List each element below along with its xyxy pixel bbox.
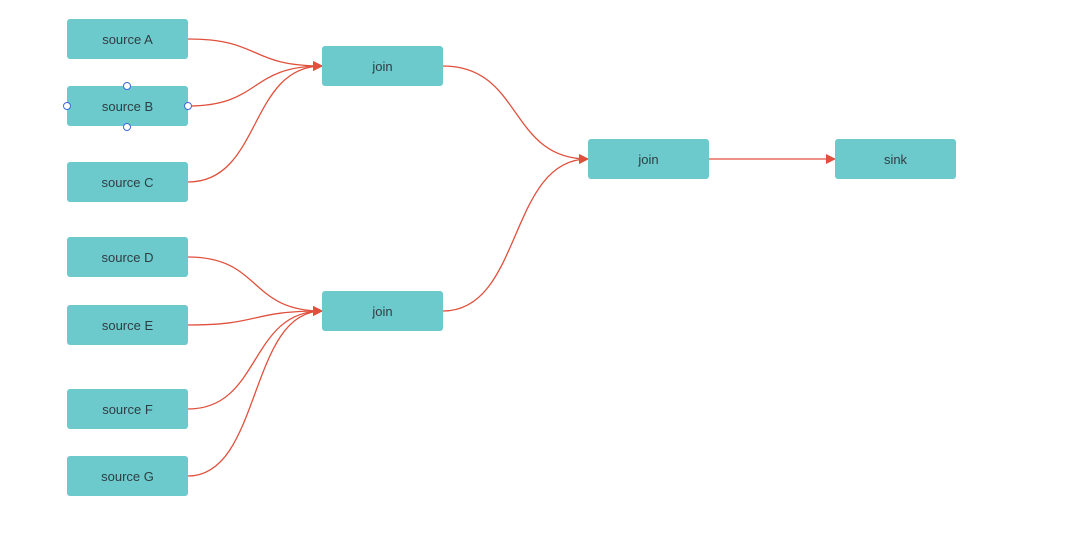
node-source-g[interactable]: source G (67, 456, 188, 496)
edge-source-b-to-join-1[interactable] (187, 61, 323, 107)
edge-join-1-to-join-3[interactable] (442, 65, 589, 164)
node-source-a[interactable]: source A (67, 19, 188, 59)
node-label: source F (102, 401, 153, 417)
node-join-top[interactable]: join (322, 46, 443, 86)
node-label: join (372, 303, 393, 319)
node-label: join (638, 151, 659, 167)
node-label: source B (101, 98, 154, 114)
node-label: source E (101, 317, 154, 333)
node-join-bottom[interactable]: join (322, 291, 443, 331)
connection-handle-right[interactable] (184, 102, 192, 110)
node-label: join (372, 58, 393, 74)
edge-source-c-to-join-1[interactable] (187, 61, 323, 183)
node-label: source C (101, 174, 154, 190)
node-sink[interactable]: sink (835, 139, 956, 179)
node-source-e[interactable]: source E (67, 305, 188, 345)
edge-source-g-to-join-2[interactable] (187, 306, 323, 477)
edge-source-f-to-join-2[interactable] (187, 306, 323, 410)
node-source-b[interactable]: source B (67, 86, 188, 126)
edge-source-d-to-join-2[interactable] (187, 256, 323, 316)
node-label: source A (102, 31, 153, 47)
node-label: source G (101, 468, 154, 484)
edge-join-2-to-join-3[interactable] (442, 154, 589, 312)
node-source-d[interactable]: source D (67, 237, 188, 277)
node-label: sink (883, 151, 908, 167)
node-source-f[interactable]: source F (67, 389, 188, 429)
node-source-c[interactable]: source C (67, 162, 188, 202)
edge-source-a-to-join-1[interactable] (187, 38, 323, 71)
connection-handle-bottom[interactable] (123, 123, 131, 131)
node-join-final[interactable]: join (588, 139, 709, 179)
node-label: source D (101, 249, 154, 265)
connection-handle-left[interactable] (63, 102, 71, 110)
edge-source-e-to-join-2[interactable] (187, 306, 323, 326)
connection-handle-top[interactable] (123, 82, 131, 90)
